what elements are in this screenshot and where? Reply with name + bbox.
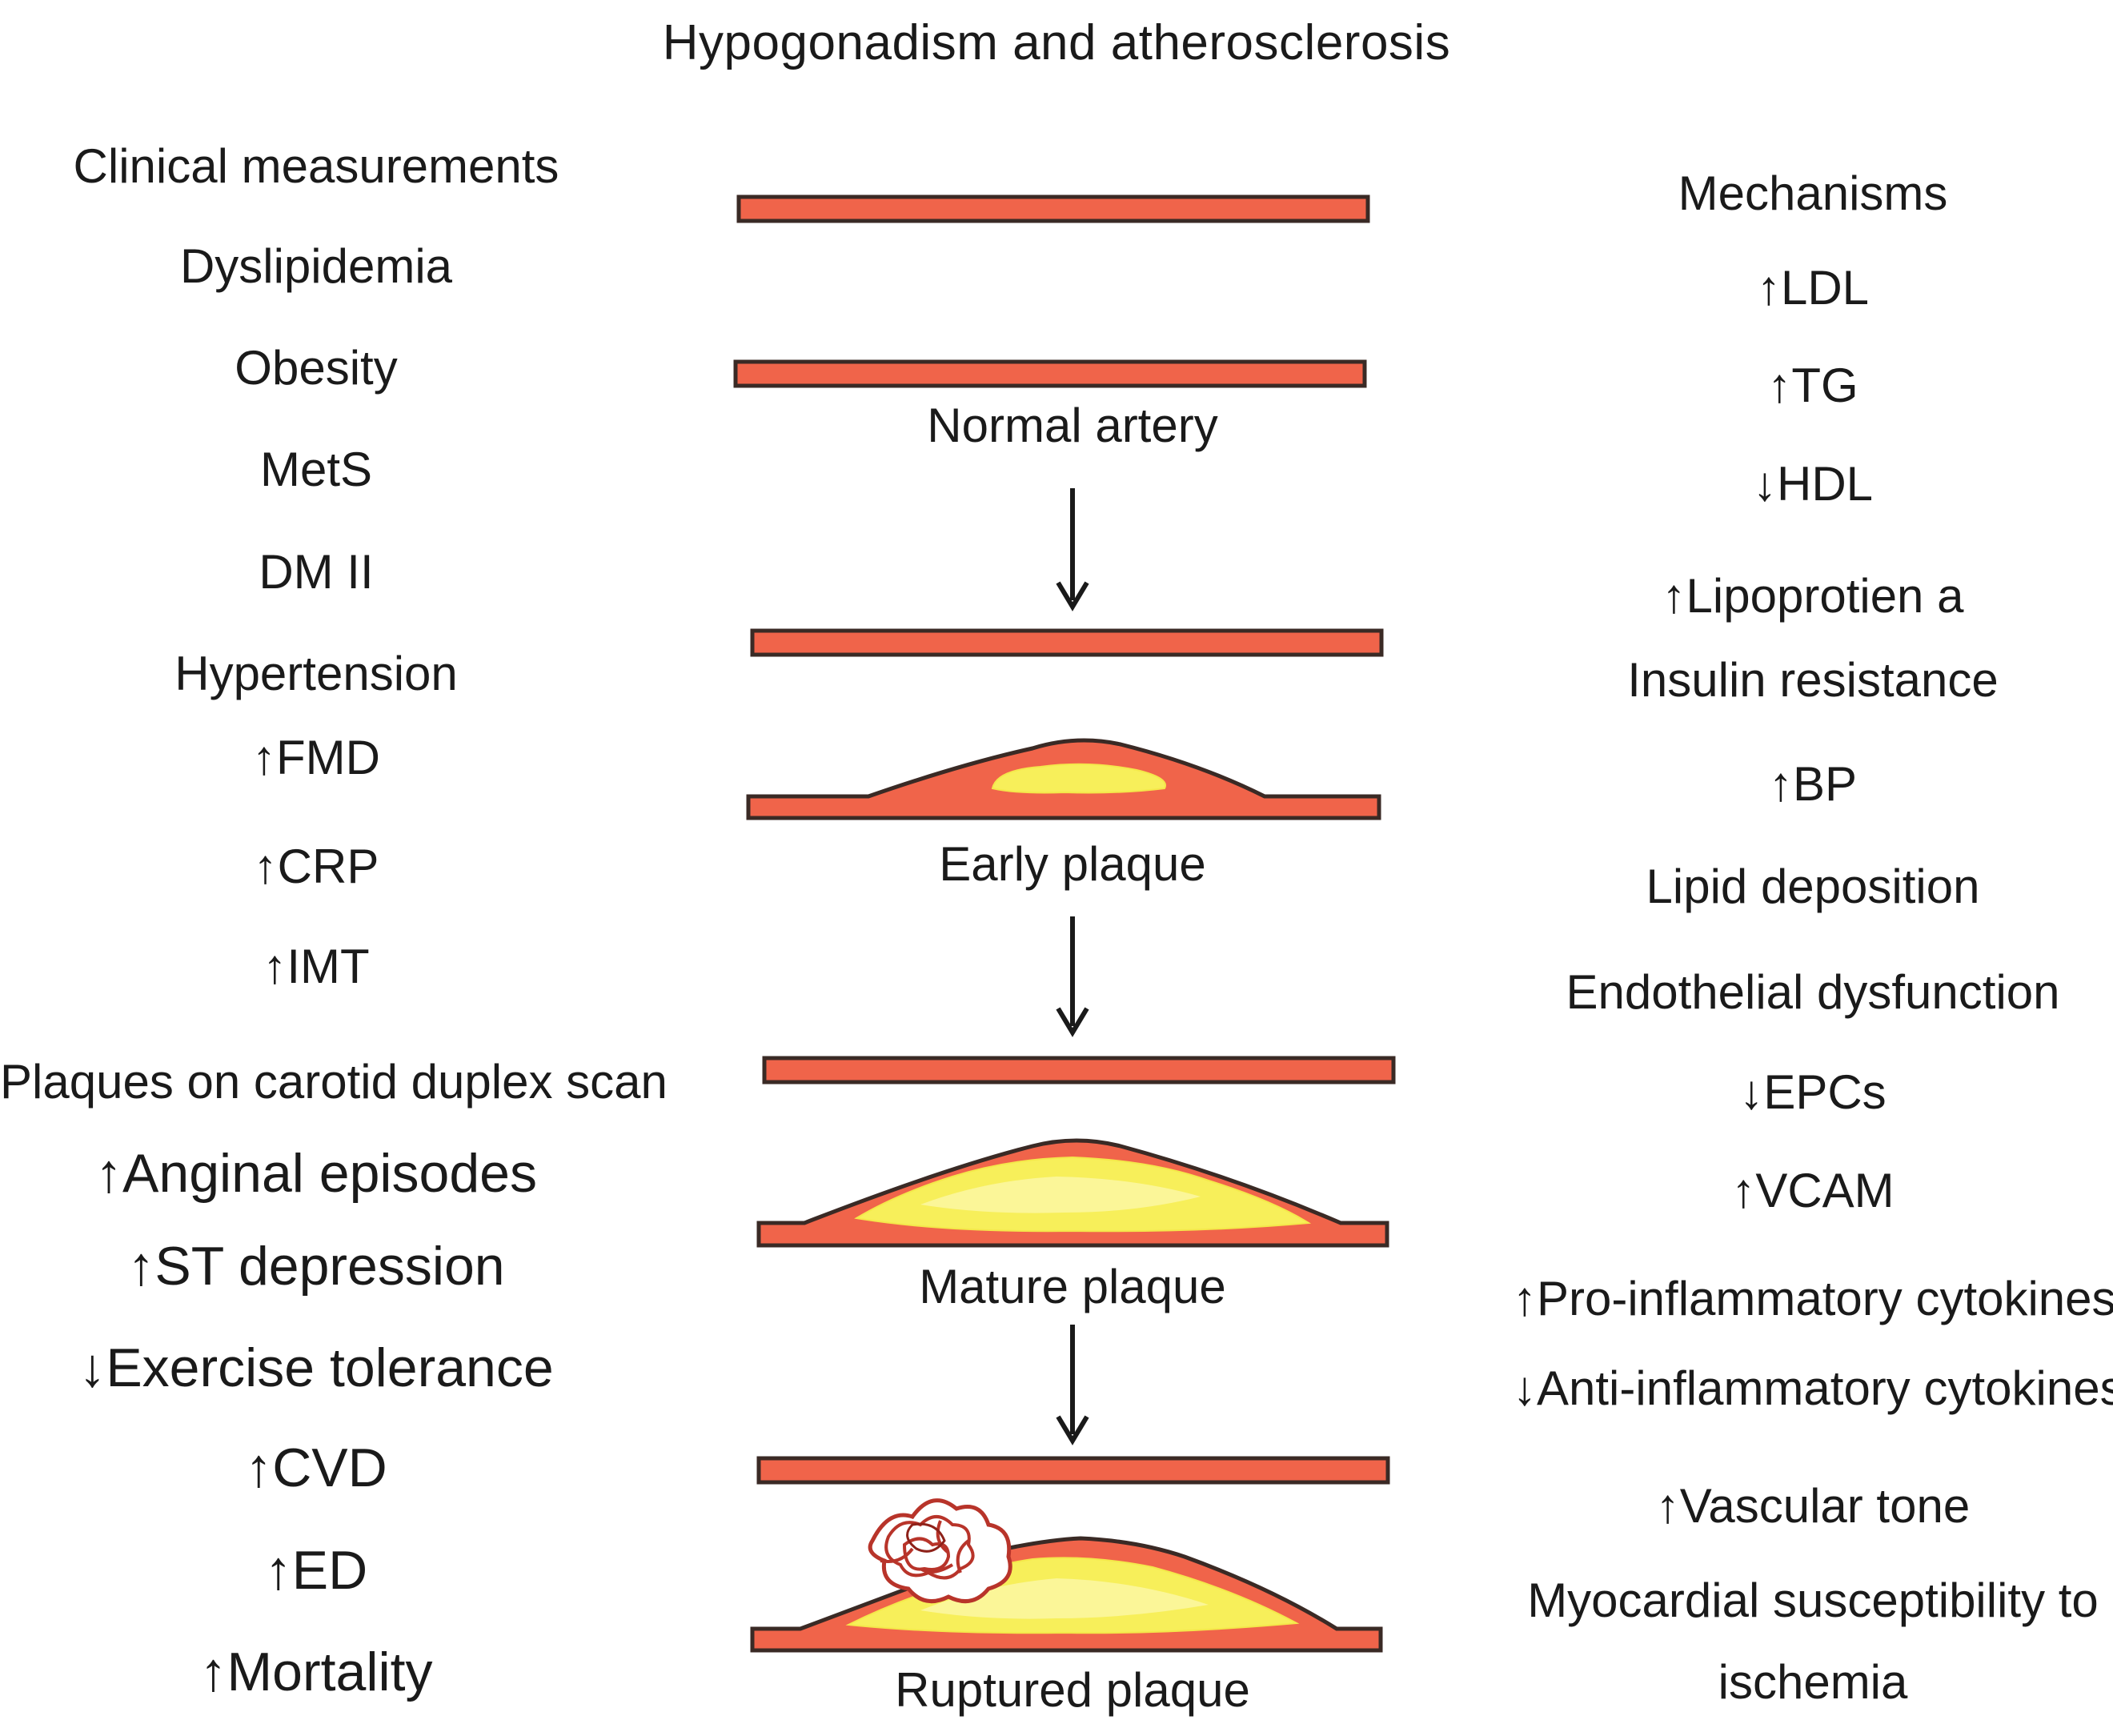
left-item: ↑CRP — [253, 840, 379, 893]
right-item: ↑BP — [1768, 757, 1858, 811]
right-item: ↑VCAM — [1731, 1164, 1894, 1217]
left-item: ↑ST depression — [127, 1236, 505, 1297]
left-item: ↑IMT — [263, 940, 370, 993]
right-item: Endothelial dysfunction — [1566, 965, 2060, 1019]
diagram-title: Hypogonadism and atherosclerosis — [662, 15, 1451, 70]
left-heading: Clinical measurements — [73, 139, 559, 193]
left-item: ↑FMD — [252, 731, 380, 784]
thrombus-clot — [868, 1498, 1012, 1604]
mature-plaque-illustration — [756, 1056, 1396, 1248]
left-item: ↑Mortality — [199, 1642, 433, 1702]
right-item: ischemia — [1718, 1655, 1908, 1709]
progression-arrow — [1056, 916, 1089, 1037]
ruptured-plaque-illustration — [750, 1456, 1390, 1653]
left-item: ↓Exercise tolerance — [78, 1337, 554, 1398]
left-item: ↑ED — [264, 1540, 368, 1601]
artery-wall-top — [750, 628, 1384, 657]
right-item: Lipid deposition — [1646, 860, 1980, 913]
lipid-core — [991, 763, 1166, 794]
stage-label-early-plaque: Early plaque — [939, 837, 1206, 891]
right-item: Insulin resistance — [1627, 653, 1999, 707]
right-item: ↑LDL — [1756, 261, 1870, 315]
left-item: Dyslipidemia — [179, 239, 453, 293]
right-item: ↓HDL — [1752, 457, 1874, 511]
artery-wall-bottom — [733, 359, 1367, 388]
stage-label-ruptured-plaque: Ruptured plaque — [895, 1663, 1250, 1717]
right-item: Myocardial susceptibility to — [1527, 1574, 2099, 1627]
artery-wall-top — [736, 194, 1370, 223]
stage-label-normal-artery: Normal artery — [927, 399, 1218, 452]
artery-wall-top — [762, 1056, 1396, 1084]
progression-arrow — [1056, 1325, 1089, 1445]
left-item: ↑Anginal episodes — [95, 1143, 537, 1204]
mechanisms-column: Mechanisms ↑LDL ↑TG ↓HDL ↑Lipoprotien a … — [1513, 0, 2113, 1736]
right-item: ↓EPCs — [1739, 1065, 1886, 1119]
left-item: Plaques on carotid duplex scan — [0, 1055, 668, 1109]
left-item: DM II — [259, 545, 374, 599]
left-item: ↑CVD — [245, 1437, 387, 1498]
right-item: ↑TG — [1767, 359, 1858, 412]
right-item: ↓Anti-inflammatory cytokines — [1513, 1361, 2113, 1415]
right-item: ↑Pro-inflammatory cytokines — [1513, 1272, 2113, 1325]
right-item: ↑Lipoprotien a — [1662, 569, 1964, 623]
early-plaque-illustration — [746, 628, 1384, 820]
progression-arrow — [1056, 488, 1089, 611]
clinical-measurements-column: Clinical measurements Dyslipidemia Obesi… — [0, 0, 668, 1736]
artery-wall-top — [756, 1456, 1390, 1485]
lipid-core-highlight — [920, 1177, 1201, 1213]
left-item: MetS — [259, 443, 373, 496]
right-heading: Mechanisms — [1678, 166, 1948, 220]
left-item: Obesity — [235, 341, 398, 395]
stage-label-mature-plaque: Mature plaque — [919, 1260, 1226, 1313]
normal-artery-illustration — [733, 194, 1370, 388]
right-item: ↑Vascular tone — [1655, 1479, 1971, 1533]
left-item: Hypertension — [174, 647, 458, 700]
